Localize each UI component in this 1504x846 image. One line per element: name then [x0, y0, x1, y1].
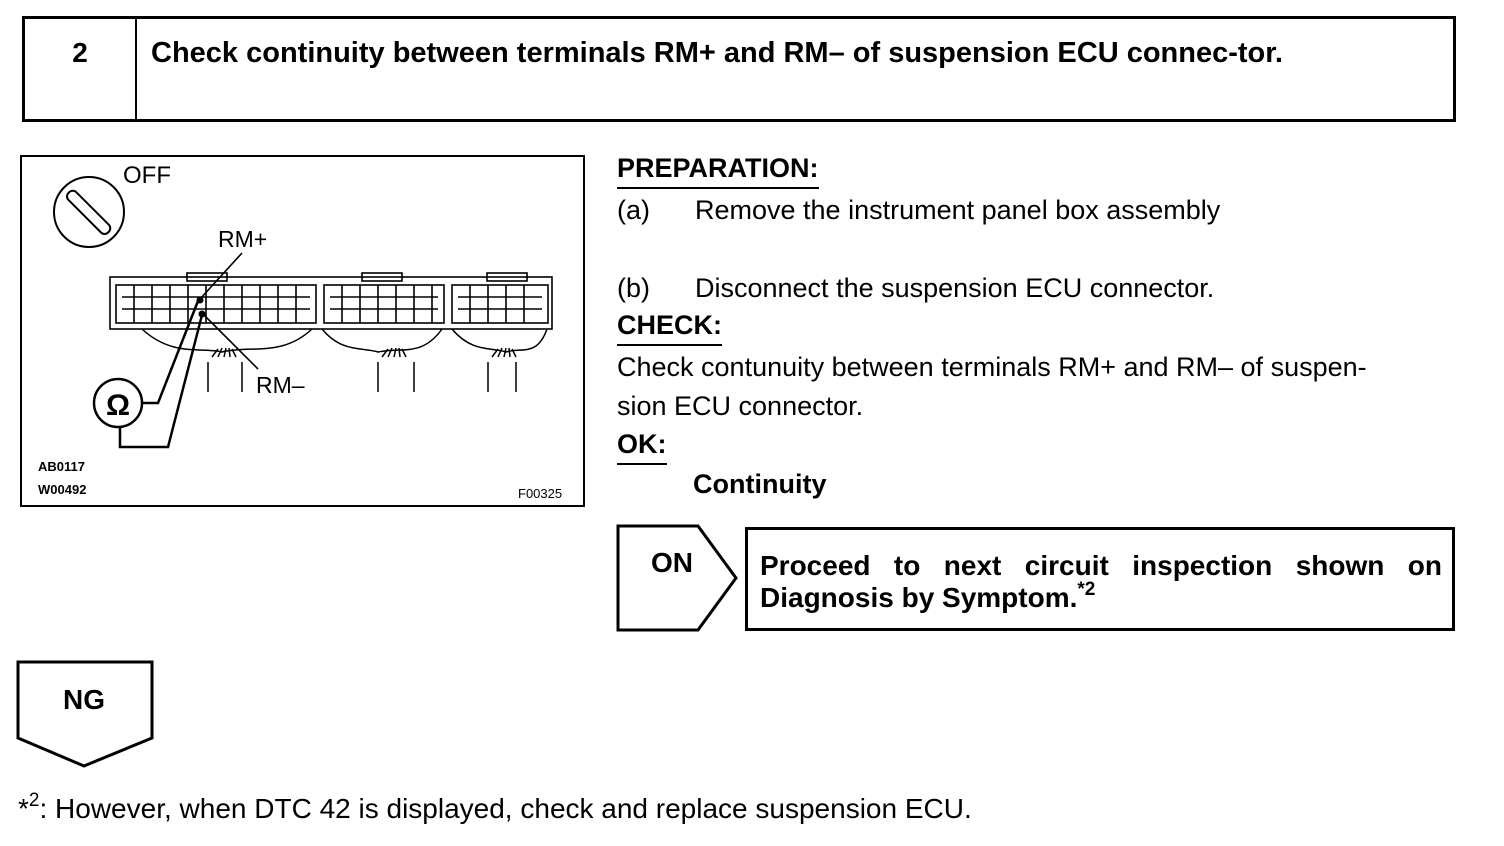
preparation-item-b-text: Disconnect the suspension ECU connector. — [695, 273, 1215, 303]
preparation-item-a-text: Remove the instrument panel box assembly — [695, 195, 1221, 225]
on-result-note-ref: *2 — [1077, 579, 1096, 600]
on-result-line-1: Proceed to next circuit inspection shown… — [760, 550, 1442, 581]
ohmmeter-icon: Ω — [92, 300, 204, 449]
ok-value: Continuity — [693, 469, 827, 499]
on-result-line-2: Diagnosis by Symptom.*2 — [760, 579, 1096, 614]
footnote-text: : However, when DTC 42 is displayed, che… — [39, 793, 972, 824]
ohm-symbol: Ω — [106, 389, 130, 422]
rm-minus-label: RM– — [256, 372, 305, 398]
connector-illustration: OFF RM+ RM– — [20, 155, 585, 507]
ng-arrow-shape — [16, 660, 154, 768]
off-label: OFF — [123, 162, 171, 189]
check-heading: CHECK: — [617, 310, 722, 346]
step-header: 2 Check continuity between terminals RM+… — [22, 16, 1456, 122]
preparation-heading: PREPARATION: — [617, 153, 819, 189]
ecu-connector-icon — [109, 272, 553, 330]
footnote: *2: However, when DTC 42 is displayed, c… — [18, 790, 972, 825]
ignition-switch-icon — [53, 176, 125, 248]
footnote-marker: * — [18, 793, 29, 824]
rm-plus-leader — [199, 252, 243, 300]
preparation-item-b-tag: (b) — [617, 273, 650, 303]
step-number: 2 — [72, 37, 88, 68]
ok-heading: OK: — [617, 429, 667, 465]
preparation-item-a: (a) Remove the instrument panel box assem… — [617, 195, 1220, 226]
preparation-item-b: (b) Disconnect the suspension ECU connect… — [617, 273, 1214, 304]
step-number-cell: 2 — [25, 19, 137, 119]
rm-minus-leader — [203, 314, 259, 370]
ng-label: NG — [63, 684, 105, 715]
check-text-line-2: sion ECU connector. — [617, 391, 864, 421]
on-arrow-shape — [616, 524, 738, 632]
on-label: ON — [651, 547, 693, 578]
step-title: Check continuity between terminals RM+ a… — [151, 37, 1283, 69]
check-text-line-1: Check contunuity between terminals RM+ a… — [617, 352, 1367, 382]
wire-harness-icon — [141, 328, 548, 392]
on-result-line-2-text: Diagnosis by Symptom. — [760, 582, 1078, 613]
figure-code-3: F00325 — [518, 486, 562, 501]
figure-code-2: W00492 — [38, 482, 86, 497]
preparation-item-a-tag: (a) — [617, 195, 650, 225]
figure-code-1: AB0117 — [38, 459, 85, 474]
rm-plus-label: RM+ — [218, 226, 267, 252]
on-result-box: Proceed to next circuit inspection shown… — [745, 527, 1455, 631]
footnote-number: 2 — [28, 790, 40, 811]
